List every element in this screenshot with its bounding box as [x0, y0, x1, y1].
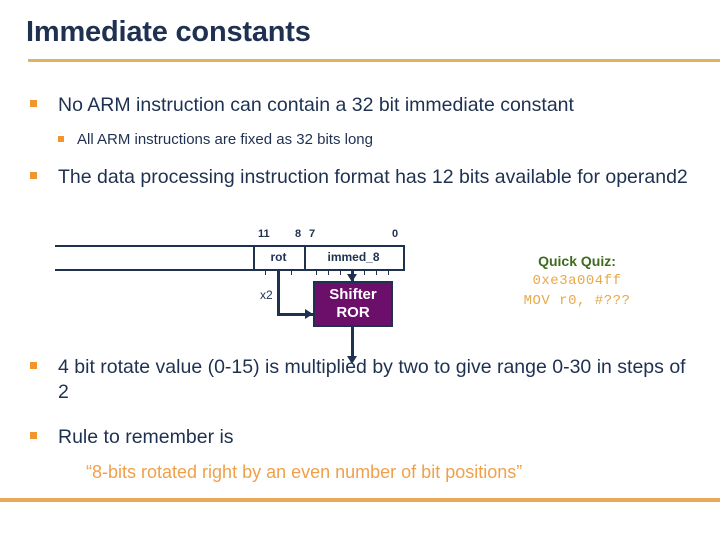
- bullet-item-2: All ARM instructions are fixed as 32 bit…: [58, 130, 688, 150]
- bullet-item-1: No ARM instruction can contain a 32 bit …: [30, 93, 700, 118]
- title-divider: [28, 59, 720, 62]
- page-title: Immediate constants: [26, 16, 311, 48]
- shifter-ror-block: Shifter ROR: [313, 281, 393, 327]
- field-name-immed8: immed_8: [327, 250, 380, 264]
- shifter-output-wire: [351, 327, 354, 359]
- rule-quote-text: “8-bits rotated right by an even number …: [86, 462, 523, 482]
- bit-label-11: 11: [258, 228, 270, 240]
- shifter-output-arrowhead-icon: [347, 356, 357, 364]
- quick-quiz-title: Quick Quiz:: [538, 253, 616, 269]
- rot-arrowhead-icon: [305, 309, 313, 319]
- bit-field-bar: [55, 245, 405, 271]
- instruction-format-diagram: 11 8 7 0 rot immed_8 x2: [55, 228, 415, 373]
- bullet-text: Rule to remember is: [58, 426, 234, 448]
- rot-wire-vertical: [277, 272, 280, 316]
- bullet-text: 4 bit rotate value (0-15) is multiplied …: [58, 356, 686, 403]
- bit-tick: [265, 269, 266, 275]
- field-name-rot: rot: [270, 250, 287, 264]
- bit-tick: [328, 269, 329, 275]
- bullet-square-icon: [30, 432, 37, 439]
- immed8-arrowhead-icon: [347, 274, 357, 282]
- bit-tick: [316, 269, 317, 275]
- shifter-label-line1: Shifter: [329, 286, 377, 303]
- bit-tick: [364, 269, 365, 275]
- bullet-text: No ARM instruction can contain a 32 bit …: [58, 94, 574, 116]
- multiplier-label: x2: [260, 288, 273, 302]
- bit-label-8: 8: [295, 228, 302, 240]
- bit-label-0: 0: [392, 228, 399, 240]
- quick-quiz-constant: 0xe3a004ff: [532, 273, 622, 289]
- field-divider-right: [403, 245, 405, 271]
- bit-tick: [376, 269, 377, 275]
- bit-tick: [340, 269, 341, 275]
- bullet-square-icon: [30, 362, 37, 369]
- bar-bottom-edge: [55, 269, 405, 271]
- bit-tick: [388, 269, 389, 275]
- bullet-item-3: The data processing instruction format h…: [30, 165, 690, 190]
- field-divider-left: [253, 245, 255, 271]
- quick-quiz-panel: Quick Quiz: 0xe3a004ff MOV r0, #???: [487, 252, 667, 311]
- footer-divider: [0, 498, 720, 502]
- rot-wire-horizontal: [277, 313, 313, 316]
- bullet-text: All ARM instructions are fixed as 32 bit…: [77, 131, 373, 148]
- bit-tick: [291, 269, 292, 275]
- bit-label-7: 7: [309, 228, 316, 240]
- bullet-text: The data processing instruction format h…: [58, 166, 688, 188]
- bullet-square-icon: [30, 100, 37, 107]
- quick-quiz-instruction: MOV r0, #???: [523, 293, 631, 309]
- bullet-square-icon: [30, 172, 37, 179]
- bullet-item-5: Rule to remember is: [30, 425, 700, 450]
- bullet-square-icon: [58, 136, 64, 142]
- field-divider-mid: [304, 245, 306, 271]
- bar-top-edge: [55, 245, 405, 247]
- bullet-item-4: 4 bit rotate value (0-15) is multiplied …: [30, 355, 690, 405]
- shifter-label-line2: ROR: [336, 304, 370, 321]
